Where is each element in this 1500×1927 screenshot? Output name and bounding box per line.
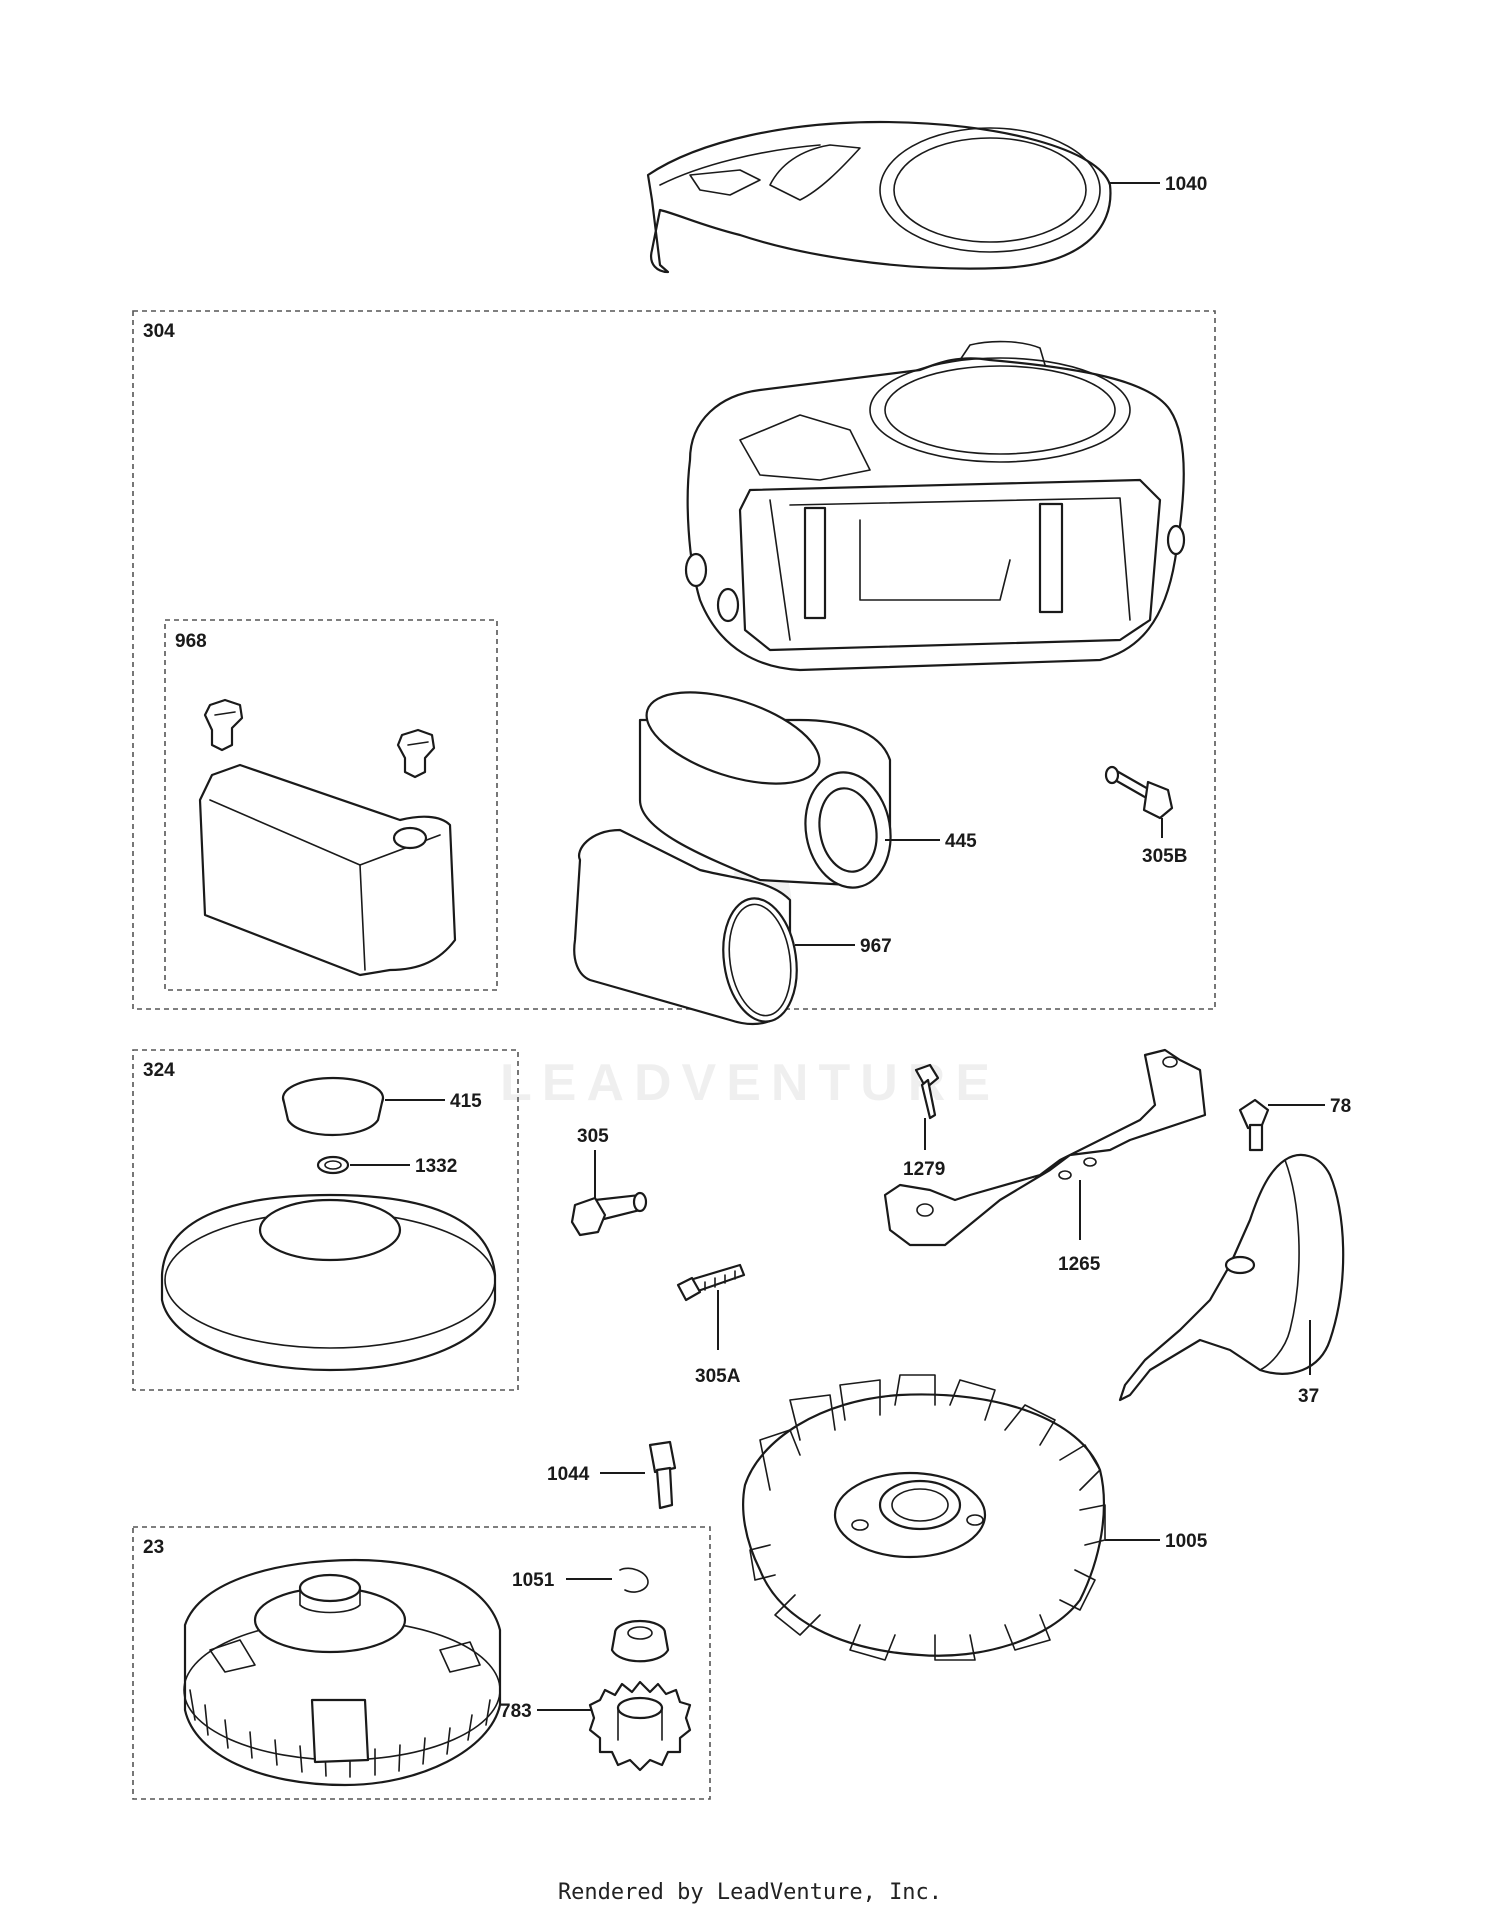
group-box-304 bbox=[132, 310, 1216, 1010]
part-1051-clip[interactable] bbox=[619, 1567, 649, 1593]
part-967-pre-cleaner[interactable] bbox=[573, 828, 804, 1026]
part-1005-fan[interactable] bbox=[742, 1374, 1106, 1661]
part-305B-screw[interactable] bbox=[1104, 765, 1174, 820]
part-1332-washer[interactable] bbox=[316, 1155, 350, 1175]
callout-305[interactable]: 305 bbox=[577, 1126, 609, 1147]
callout-1005[interactable]: 1005 bbox=[1165, 1531, 1208, 1552]
part-1279-screw[interactable] bbox=[914, 1063, 940, 1120]
group-label-23[interactable]: 23 bbox=[143, 1537, 164, 1558]
part-445-air-filter[interactable] bbox=[636, 674, 900, 894]
part-23-flywheel[interactable] bbox=[183, 1558, 502, 1787]
part-415-cap[interactable] bbox=[281, 1076, 385, 1136]
part-305-screw[interactable] bbox=[570, 1191, 648, 1237]
part-324-air-cleaner-cover[interactable] bbox=[160, 1193, 497, 1372]
callout-415[interactable]: 415 bbox=[450, 1091, 482, 1112]
part-bushing[interactable] bbox=[610, 1619, 670, 1663]
callout-305B[interactable]: 305B bbox=[1142, 846, 1187, 867]
callout-37[interactable]: 37 bbox=[1298, 1386, 1319, 1407]
callout-78[interactable]: 78 bbox=[1330, 1096, 1351, 1117]
group-box-23 bbox=[132, 1526, 711, 1800]
group-label-304[interactable]: 304 bbox=[143, 321, 175, 342]
footer-credit: Rendered by LeadVenture, Inc. bbox=[557, 1880, 943, 1905]
callout-1044[interactable]: 1044 bbox=[547, 1464, 590, 1485]
callout-445[interactable]: 445 bbox=[945, 831, 977, 852]
part-1265-bracket[interactable] bbox=[883, 1048, 1207, 1247]
part-968-cover[interactable] bbox=[198, 763, 457, 977]
callout-783[interactable]: 783 bbox=[500, 1701, 532, 1722]
part-783-gear[interactable] bbox=[588, 1680, 692, 1772]
group-label-324[interactable]: 324 bbox=[143, 1060, 175, 1081]
part-968-clip-left[interactable] bbox=[203, 698, 244, 752]
part-78-screw[interactable] bbox=[1238, 1098, 1270, 1152]
part-1040-shroud[interactable] bbox=[646, 120, 1112, 274]
watermark-text: LEADVENTURE bbox=[500, 1054, 1000, 1112]
part-305A-bolt[interactable] bbox=[676, 1263, 746, 1302]
callout-1279[interactable]: 1279 bbox=[903, 1159, 945, 1180]
group-label-968[interactable]: 968 bbox=[175, 631, 207, 652]
part-37-deflector[interactable] bbox=[1118, 1153, 1345, 1402]
group-box-324 bbox=[132, 1049, 519, 1391]
part-blower-housing[interactable] bbox=[684, 340, 1186, 672]
part-968-clip-right[interactable] bbox=[396, 728, 436, 779]
callout-1332[interactable]: 1332 bbox=[415, 1156, 457, 1177]
part-1044-screw[interactable] bbox=[648, 1440, 677, 1510]
callout-305A[interactable]: 305A bbox=[695, 1366, 741, 1387]
group-box-968 bbox=[164, 619, 498, 991]
callout-1051[interactable]: 1051 bbox=[512, 1570, 555, 1591]
callout-1040[interactable]: 1040 bbox=[1165, 174, 1207, 195]
callout-967[interactable]: 967 bbox=[860, 936, 892, 957]
callout-1265[interactable]: 1265 bbox=[1058, 1254, 1101, 1275]
